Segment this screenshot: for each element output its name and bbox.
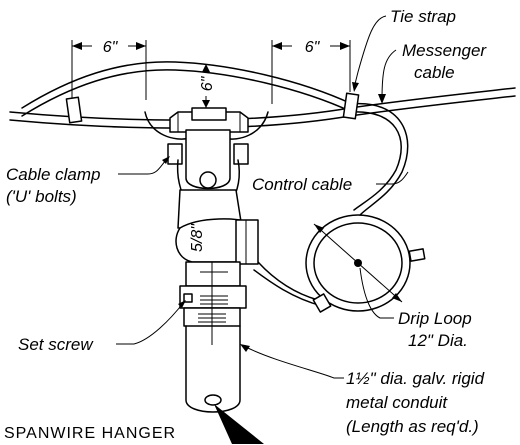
label-messenger: Messenger: [402, 41, 487, 60]
conduit: [185, 325, 264, 444]
drip-loop: [305, 214, 411, 312]
tie-straps: [65, 92, 426, 313]
dim-left-6in: 6": [71, 39, 147, 100]
label-drip-loop: Drip Loop: [398, 309, 472, 328]
dim-right-6in: 6": [271, 39, 351, 104]
dim-vertical-6in: 6": [199, 64, 216, 108]
control-cable: [21, 61, 409, 307]
dim-left-text: 6": [103, 39, 119, 56]
hanger-body: [175, 189, 259, 265]
label-tie-strap: Tie strap: [390, 7, 456, 26]
dim-thread-5-8: 5/8": [189, 223, 206, 252]
label-conduit-type: metal conduit: [346, 393, 448, 412]
diagram-title: SPANWIRE HANGER: [4, 425, 176, 442]
label-control-cable: Control cable: [252, 175, 352, 194]
leaders: [116, 15, 409, 379]
label-conduit-length: (Length as req'd.): [346, 417, 479, 436]
label-u-bolts: ('U' bolts): [6, 187, 77, 206]
dim-thread-text: 5/8": [189, 223, 206, 252]
label-messenger-cable: cable: [414, 63, 455, 82]
label-drip-loop-dia: 12" Dia.: [408, 331, 468, 350]
label-conduit-dia: 1½" dia. galv. rigid: [346, 369, 485, 388]
cable-clamp: [144, 107, 269, 206]
label-cable-clamp: Cable clamp: [6, 165, 101, 184]
set-screw-collar: [179, 261, 247, 345]
messenger-cable: [9, 87, 516, 129]
dim-vertical-text: 6": [199, 75, 216, 91]
label-set-screw: Set screw: [18, 335, 94, 354]
dim-right-text: 6": [305, 39, 321, 56]
